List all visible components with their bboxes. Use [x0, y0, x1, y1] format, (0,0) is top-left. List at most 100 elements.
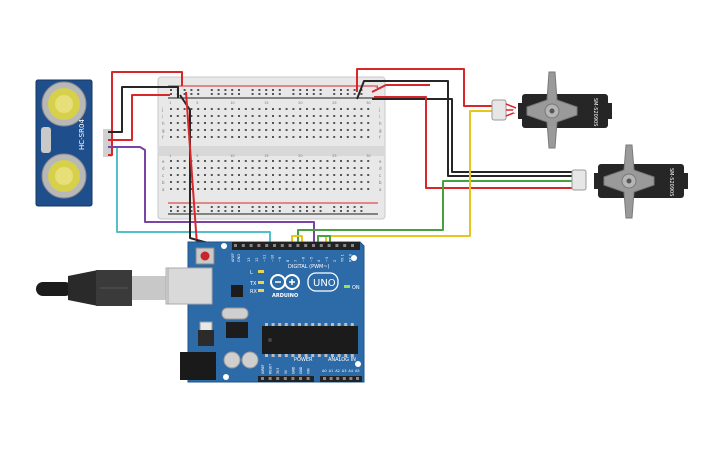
breadboard-hole [204, 181, 206, 183]
servo-bottom: SM-S2090S [571, 144, 688, 219]
breadboard-hole [292, 136, 295, 138]
header-pin [312, 244, 315, 247]
analog-pin [323, 377, 326, 380]
breadboard-hole [285, 136, 288, 138]
breadboard-hole [292, 181, 295, 183]
breadboard-hole [272, 89, 274, 91]
breadboard-hole [224, 188, 227, 190]
breadboard-hole [319, 160, 322, 162]
breadboard-hole [258, 160, 261, 162]
breadboard-hole [346, 89, 349, 91]
breadboard-hole [217, 115, 220, 117]
wire-black-sensor-gnd [108, 86, 179, 133]
analog-pin-label: A1 [329, 369, 334, 373]
breadboard-hole [231, 167, 234, 169]
breadboard-column-label: 5 [196, 101, 198, 105]
analog-pin-label: A0 [322, 369, 327, 373]
breadboard-hole [238, 93, 240, 95]
breadboard-hole [306, 129, 308, 131]
breadboard-hole [210, 188, 213, 190]
capacitor [223, 351, 241, 369]
breadboard-hole [244, 108, 247, 110]
breadboard-hole [353, 136, 356, 138]
breadboard-hole [367, 181, 370, 183]
breadboard-hole [340, 115, 342, 117]
breadboard-hole [231, 89, 234, 91]
breadboard-hole [353, 210, 356, 212]
breadboard-hole [319, 181, 322, 183]
breadboard-row-label: d [379, 166, 382, 171]
breadboard-hole [319, 167, 322, 169]
breadboard-hole [367, 136, 370, 138]
breadboard-hole [224, 160, 227, 162]
breadboard-hole [265, 206, 268, 208]
breadboard-hole [183, 206, 186, 208]
breadboard-hole [251, 160, 254, 162]
breadboard-hole [204, 188, 206, 190]
header-pin [304, 244, 308, 247]
sensor-pin-header [103, 129, 112, 157]
breadboard-hole [367, 108, 370, 110]
breadboard-hole [272, 136, 274, 138]
breadboard-hole [265, 93, 268, 95]
breadboard-hole [306, 188, 308, 190]
digital-pin-label: TX 1 [341, 254, 345, 263]
breadboard-hole [265, 129, 268, 131]
breadboard-hole [340, 206, 342, 208]
breadboard-hole [306, 93, 308, 95]
breadboard-hole [238, 108, 240, 110]
tx-led-label: TX [249, 281, 257, 287]
sensor-pin-label: TRIG [95, 143, 106, 148]
breadboard-hole [217, 108, 220, 110]
breadboard-hole [319, 188, 322, 190]
digital-pin-label: 4 [317, 259, 321, 262]
breadboard-column-label: 25 [332, 101, 336, 105]
breadboard-hole [224, 122, 227, 124]
breadboard-hole [333, 188, 336, 190]
breadboard-hole [204, 136, 206, 138]
analog-header [320, 376, 362, 382]
servo-model-label: SM-S2090S [668, 168, 674, 196]
breadboard-hole [319, 210, 322, 212]
header-pin [296, 244, 300, 247]
chip-pin [344, 354, 348, 357]
breadboard-hole [176, 160, 179, 162]
breadboard-hole [272, 93, 274, 95]
power-pin [268, 377, 272, 380]
breadboard-hole [224, 136, 227, 138]
digital-pin-label: 7 [294, 260, 298, 262]
breadboard-hole [346, 210, 349, 212]
breadboard-row-label: j [378, 107, 380, 112]
breadboard-hole [272, 210, 274, 212]
breadboard-hole [258, 188, 261, 190]
breadboard-hole [210, 129, 213, 131]
wire-red-sensor-vcc [108, 71, 183, 156]
power-pin [291, 377, 295, 380]
breadboard-hole [360, 167, 363, 169]
breadboard-hole [183, 188, 186, 190]
breadboard-hole [183, 129, 186, 131]
breadboard-hole [190, 122, 193, 124]
breadboard-hole [231, 174, 234, 176]
breadboard-hole [292, 167, 295, 169]
breadboard-hole [367, 115, 370, 117]
breadboard-hole [217, 181, 220, 183]
chip-pin [284, 323, 288, 326]
chip-pin [284, 354, 288, 357]
breadboard-hole [265, 188, 268, 190]
breadboard-hole [231, 136, 234, 138]
breadboard-hole [312, 206, 315, 208]
chip-pin [304, 354, 308, 357]
breadboard-hole [265, 89, 268, 91]
chip-pin [344, 323, 348, 326]
breadboard-hole [231, 206, 234, 208]
breadboard-hole [312, 210, 315, 212]
power-pin [299, 377, 302, 380]
breadboard-hole [210, 181, 213, 183]
breadboard-hole [217, 89, 220, 91]
breadboard-hole [224, 108, 227, 110]
breadboard-hole [306, 89, 308, 91]
breadboard-hole [176, 167, 179, 169]
breadboard-hole [210, 93, 213, 95]
breadboard-hole [278, 122, 281, 124]
